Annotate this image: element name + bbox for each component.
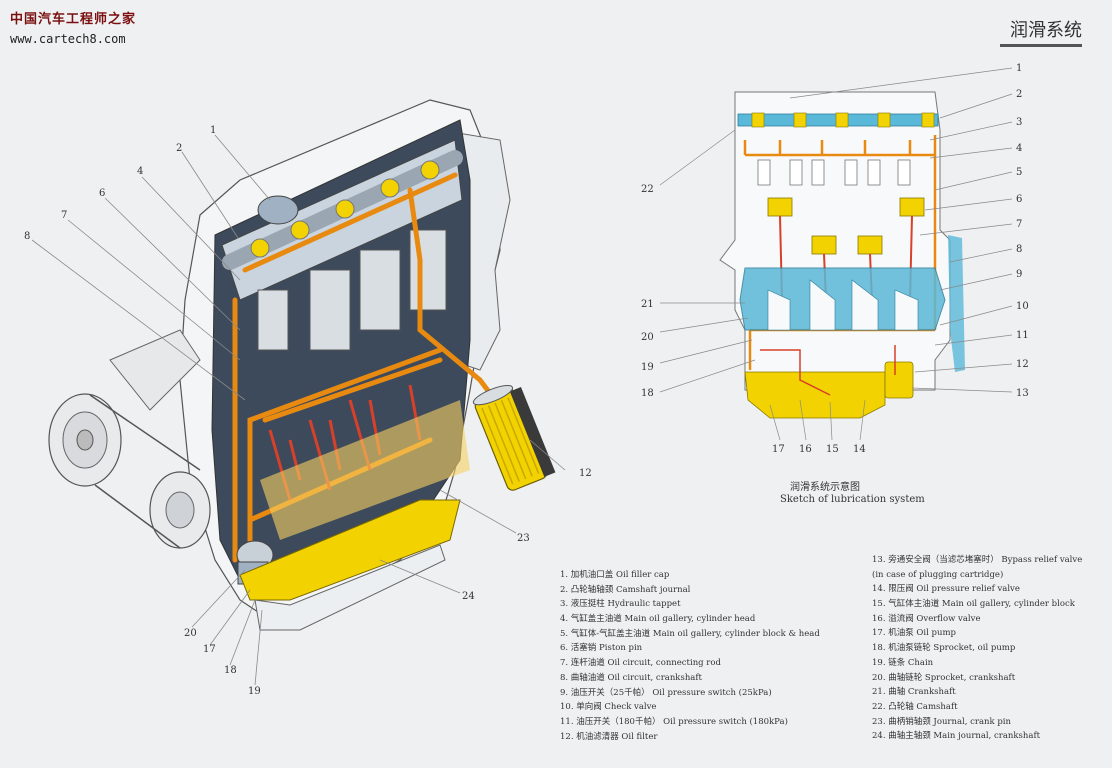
legend-item: 17. 机油泵 Oil pump (872, 628, 956, 639)
legend-item: 3. 液压挺柱 Hydraulic tappet (560, 599, 681, 610)
legend-item: 10. 单向阀 Check valve (560, 702, 657, 713)
legend-right: 13. 旁通安全阀（当滤芯堵塞时） Bypass relief valve (i… (872, 553, 1082, 744)
legend-item: 24. 曲轴主轴颈 Main journal, crankshaft (872, 731, 1041, 742)
callout-left-24: 24 (462, 591, 475, 602)
callout-left-4: 4 (137, 166, 143, 177)
legend-item: 18. 机油泵链轮 Sprocket, oil pump (872, 643, 1016, 654)
sketch-oil-sump (744, 371, 886, 419)
right-callouts: 1 2 3 4 5 6 7 8 9 10 11 12 13 22 21 20 1… (641, 63, 1029, 455)
legend-item: 21. 曲轴 Crankshaft (872, 687, 956, 698)
callout-left-7: 7 (61, 210, 67, 221)
legend-item: 14. 限压阀 Oil pressure relief valve (872, 584, 1020, 595)
callout-right-22: 22 (641, 184, 654, 195)
callout-right-18: 18 (641, 388, 654, 399)
callout-right-15: 15 (826, 444, 839, 455)
legend-item: 9. 油压开关（25千帕） Oil pressure switch (25kPa… (560, 687, 772, 698)
crank-pulley (149, 471, 211, 549)
callout-right-14: 14 (853, 444, 866, 455)
legend-item: 8. 曲轴油道 Oil circuit, crankshaft (560, 672, 702, 683)
callout-left-8: 8 (24, 231, 30, 242)
legend-item: 23. 曲柄销轴颈 Journal, crank pin (872, 716, 1012, 727)
legend-item: 22. 凸轮轴 Camshaft (872, 701, 958, 712)
callout-right-13: 13 (1016, 388, 1029, 399)
callout-right-5: 5 (1016, 167, 1022, 178)
callout-right-3: 3 (1016, 117, 1022, 128)
page-title: 润滑系统 (1010, 20, 1082, 41)
legend-item: 4. 气缸盖主油道 Main oil gallery, cylinder hea… (560, 614, 756, 625)
callout-right-1: 1 (1016, 63, 1022, 74)
legend-item: 2. 凸轮轴轴颈 Camshaft journal (560, 584, 691, 595)
callout-right-12: 12 (1016, 359, 1029, 370)
lubrication-sketch (659, 67, 1013, 441)
callout-right-19: 19 (641, 362, 654, 373)
sketch-caption-en: Sketch of lubrication system (780, 494, 925, 505)
callout-right-11: 11 (1016, 330, 1029, 341)
callout-left-12: 12 (579, 468, 592, 479)
alternator-pulley (48, 393, 122, 487)
callout-right-9: 9 (1016, 269, 1022, 280)
legend-item: 7. 连杆油道 Oil circuit, connecting rod (560, 658, 721, 669)
legend-item: (in case of plugging cartridge) (872, 569, 1004, 580)
watermark-url: www.cartech8.com (10, 32, 126, 46)
callout-left-19: 19 (248, 686, 261, 697)
callout-right-20: 20 (641, 332, 654, 343)
callout-right-10: 10 (1016, 301, 1029, 312)
title-underline (1000, 44, 1082, 47)
sketch-caption-cn: 润滑系统示意图 (790, 482, 860, 493)
callout-left-6: 6 (99, 188, 105, 199)
legend-item: 16. 溢流阀 Overflow valve (872, 613, 981, 624)
callout-left-17: 17 (203, 644, 216, 655)
oil-filter (472, 384, 556, 491)
callout-right-21: 21 (641, 299, 654, 310)
legend-left: 1. 加机油口盖 Oil filler cap 2. 凸轮轴轴颈 Camshaf… (560, 568, 820, 744)
callout-right-6: 6 (1016, 194, 1022, 205)
legend-item: 6. 活塞销 Piston pin (560, 643, 643, 654)
callout-left-2: 2 (176, 143, 182, 154)
callout-right-8: 8 (1016, 244, 1022, 255)
legend-item: 19. 链条 Chain (872, 657, 934, 668)
engine-cutaway (31, 99, 566, 686)
oil-filler-cap (257, 195, 299, 225)
watermark-cn: 中国汽车工程师之家 (10, 12, 137, 27)
legend-item: 20. 曲轴链轮 Sprocket, crankshaft (872, 672, 1016, 683)
callout-right-4: 4 (1016, 143, 1022, 154)
legend-item: 5. 气缸体-气缸盖主油道 Main oil gallery, cylinder… (560, 628, 820, 639)
legend-item: 1. 加机油口盖 Oil filler cap (560, 570, 670, 580)
legend-item: 15. 气缸体主油道 Main oil gallery, cylinder bl… (872, 599, 1075, 610)
legend-item: 11. 油压开关（180千帕） Oil pressure switch (180… (560, 716, 788, 727)
callout-right-7: 7 (1016, 219, 1022, 230)
legend-item: 13. 旁通安全阀（当滤芯堵塞时） Bypass relief valve (872, 555, 1083, 565)
callout-left-1: 1 (210, 125, 216, 136)
callout-left-18: 18 (224, 665, 237, 676)
callout-left-20: 20 (184, 628, 197, 639)
sketch-oil-filter (884, 361, 914, 399)
oil-sump (239, 499, 461, 601)
left-callouts: 1 2 4 6 7 8 12 23 24 20 17 18 19 (24, 125, 592, 697)
legend-item: 12. 机油滤清器 Oil filter (560, 731, 658, 742)
camshaft (222, 150, 463, 270)
callout-right-17: 17 (772, 444, 785, 455)
callout-left-23: 23 (517, 533, 530, 544)
callout-right-2: 2 (1016, 89, 1022, 100)
callout-right-16: 16 (799, 444, 812, 455)
